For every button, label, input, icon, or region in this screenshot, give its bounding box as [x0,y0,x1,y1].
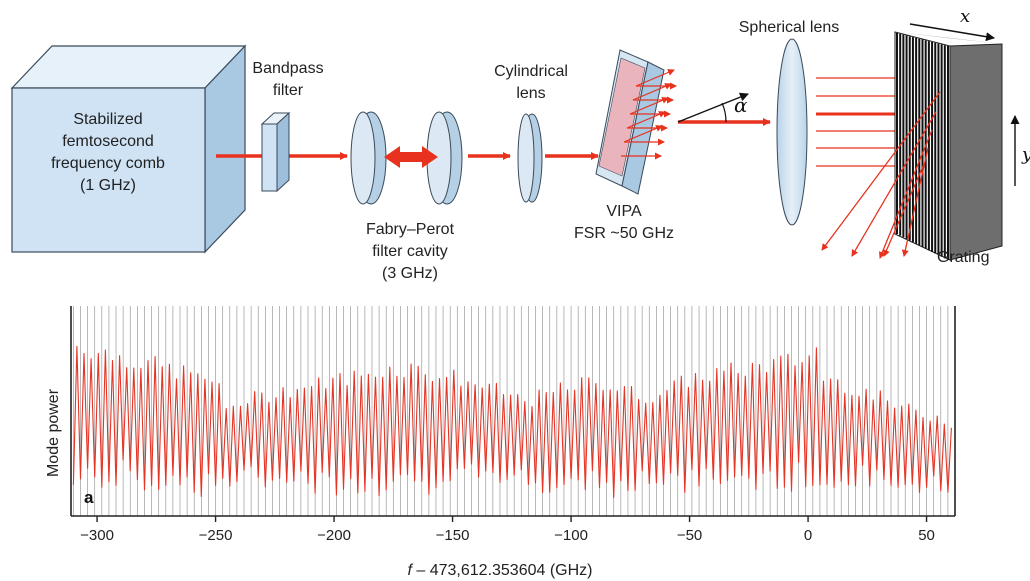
x-tick-label: −250 [199,527,233,544]
comb-label-line-3: frequency comb [51,155,165,172]
x-tick-label: 0 [804,527,812,544]
bandpass-label-line-1: Bandpass [252,60,323,77]
spherical-lens: Spherical lens [739,19,840,226]
frequency-comb-box: Stabilized femtosecond frequency comb (1… [10,44,247,254]
x-tick-label: −100 [554,527,588,544]
angle-alpha: α [677,92,749,123]
diffracted-rays [821,91,941,259]
spherical-label: Spherical lens [739,19,840,36]
mode-power-trace [72,345,952,499]
x-axis-label: f – 473,612.353604 (GHz) [407,562,592,579]
grating-label: Grating [937,249,989,266]
cylindrical-lens: Cylindrical lens [494,63,568,203]
x-ticks: −300 −250 −200 −150 −100 −50 0 50 [80,516,935,544]
comb-label-line-1: Stabilized [73,111,142,128]
fabry-perot-label-line-1: Fabry–Perot [366,221,455,238]
bandpass-label-line-2: filter [273,82,304,99]
vipa-label-line-2: FSR ~50 GHz [574,225,674,242]
x-tick-label: −50 [677,527,702,544]
fabry-perot-cavity: Fabry–Perot filter cavity (3 GHz) [350,111,463,282]
x-axis-symbol: x [960,6,970,27]
vipa-output-rays [621,69,677,160]
x-tick-label: −150 [436,527,470,544]
vipa-label-line-1: VIPA [606,203,642,220]
cylindrical-label-line-2: lens [516,85,545,102]
grating-rulings [896,33,949,260]
x-tick-label: −200 [317,527,351,544]
alpha-symbol: α [734,93,748,117]
grating-axes: x y [909,6,1030,186]
vipa: VIPA FSR ~50 GHz [574,49,677,242]
x-tick-label: 50 [918,527,935,544]
panel-label: a [84,488,94,507]
comb-label-line-4: (1 GHz) [80,177,136,194]
fabry-perot-label-line-2: filter cavity [372,243,448,260]
main-beam [216,118,771,160]
fabry-perot-label-line-3: (3 GHz) [382,265,438,282]
bandpass-filter: Bandpass filter [252,60,324,193]
cylindrical-label-line-1: Cylindrical [494,63,568,80]
comb-label-line-2: femtosecond [62,133,154,150]
y-axis-label: Mode power [45,388,62,477]
grating: Grating [894,31,1003,266]
y-axis-symbol: y [1021,144,1030,165]
x-tick-label: −300 [80,527,114,544]
setup-diagram: Stabilized femtosecond frequency comb (1… [10,6,1030,282]
